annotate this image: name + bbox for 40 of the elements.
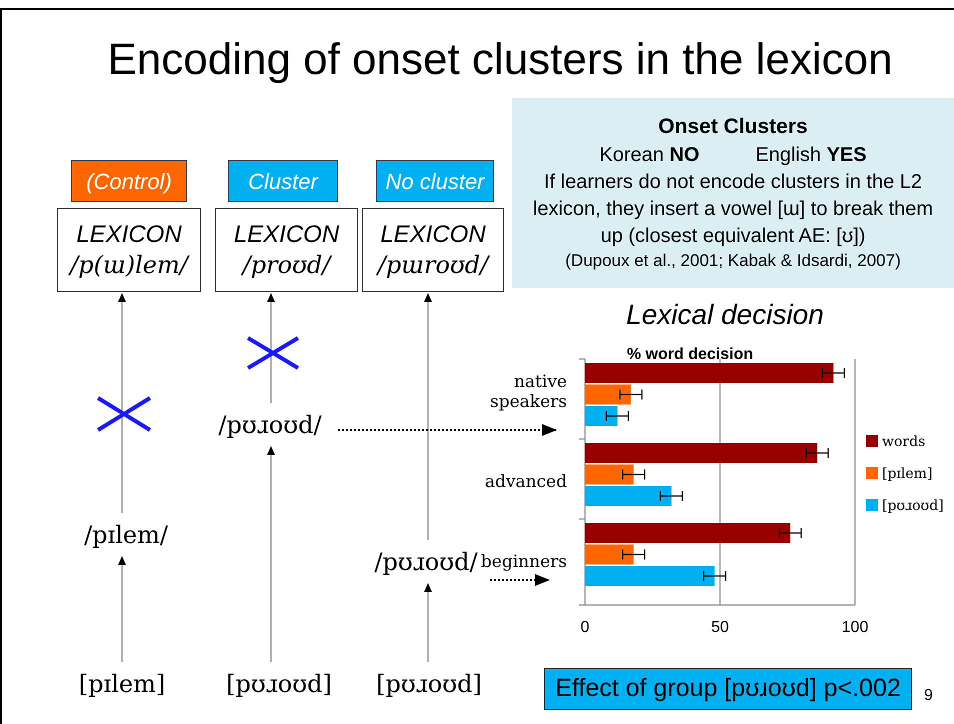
box-heading: LEXICON — [234, 220, 340, 250]
chart-title: % word decision — [626, 346, 754, 363]
category-label: native speakers — [490, 372, 567, 412]
category-label: advanced — [484, 472, 567, 492]
arrow — [267, 446, 275, 662]
panel-heading: Onset Clusters — [658, 114, 808, 140]
arrow — [267, 293, 275, 403]
language-answer: Korean NO — [599, 142, 700, 168]
chart-heading: Lexical decision — [625, 298, 825, 332]
arrow — [118, 556, 126, 662]
box-heading: LEXICON — [380, 220, 486, 250]
legend-label: [pɪlem] — [882, 466, 932, 482]
explanation-text: If learners do not encode clusters in the L2 lexicon, they insert a vowel [ɯ] to break them up (closest equivalent AE: [ʊ]) — [532, 170, 934, 249]
lexical-form: /proʊd/ — [242, 250, 330, 280]
info-panel — [512, 98, 954, 288]
condition-tag: No cluster — [376, 160, 494, 202]
slide-title: Encoding of onset clusters in the lexicon — [106, 38, 894, 82]
arrow — [424, 293, 432, 540]
box-heading: LEXICON — [76, 220, 182, 250]
page-number: 9 — [924, 686, 933, 706]
dotted-arrow — [490, 574, 550, 586]
tick-label: 0 — [580, 619, 590, 636]
dotted-arrow — [338, 424, 557, 436]
lexicon-box — [362, 208, 504, 292]
legend-label: words — [882, 434, 926, 450]
legend-label: [pʊɹoʊd] — [882, 498, 944, 514]
lexical-form: /pɯroʊd/ — [378, 250, 488, 280]
arrow — [424, 583, 432, 662]
condition-tag: (Control) — [71, 160, 187, 202]
lexicon-box — [57, 208, 201, 292]
category-label: beginners — [480, 552, 567, 572]
arrow — [118, 293, 126, 513]
language-answer: English YES — [755, 142, 867, 168]
condition-tag: Cluster — [228, 160, 338, 202]
lexical-form: /p(ɯ)lem/ — [70, 250, 188, 280]
tick-label: 100 — [842, 619, 868, 636]
lexicon-box — [215, 208, 358, 292]
result-box: Effect of group [pʊɹoʊd] p<.002 — [544, 668, 912, 710]
tick-label: 50 — [711, 619, 729, 636]
citation: (Dupoux et al., 2001; Kabak & Idsardi, 2007) — [565, 250, 901, 272]
